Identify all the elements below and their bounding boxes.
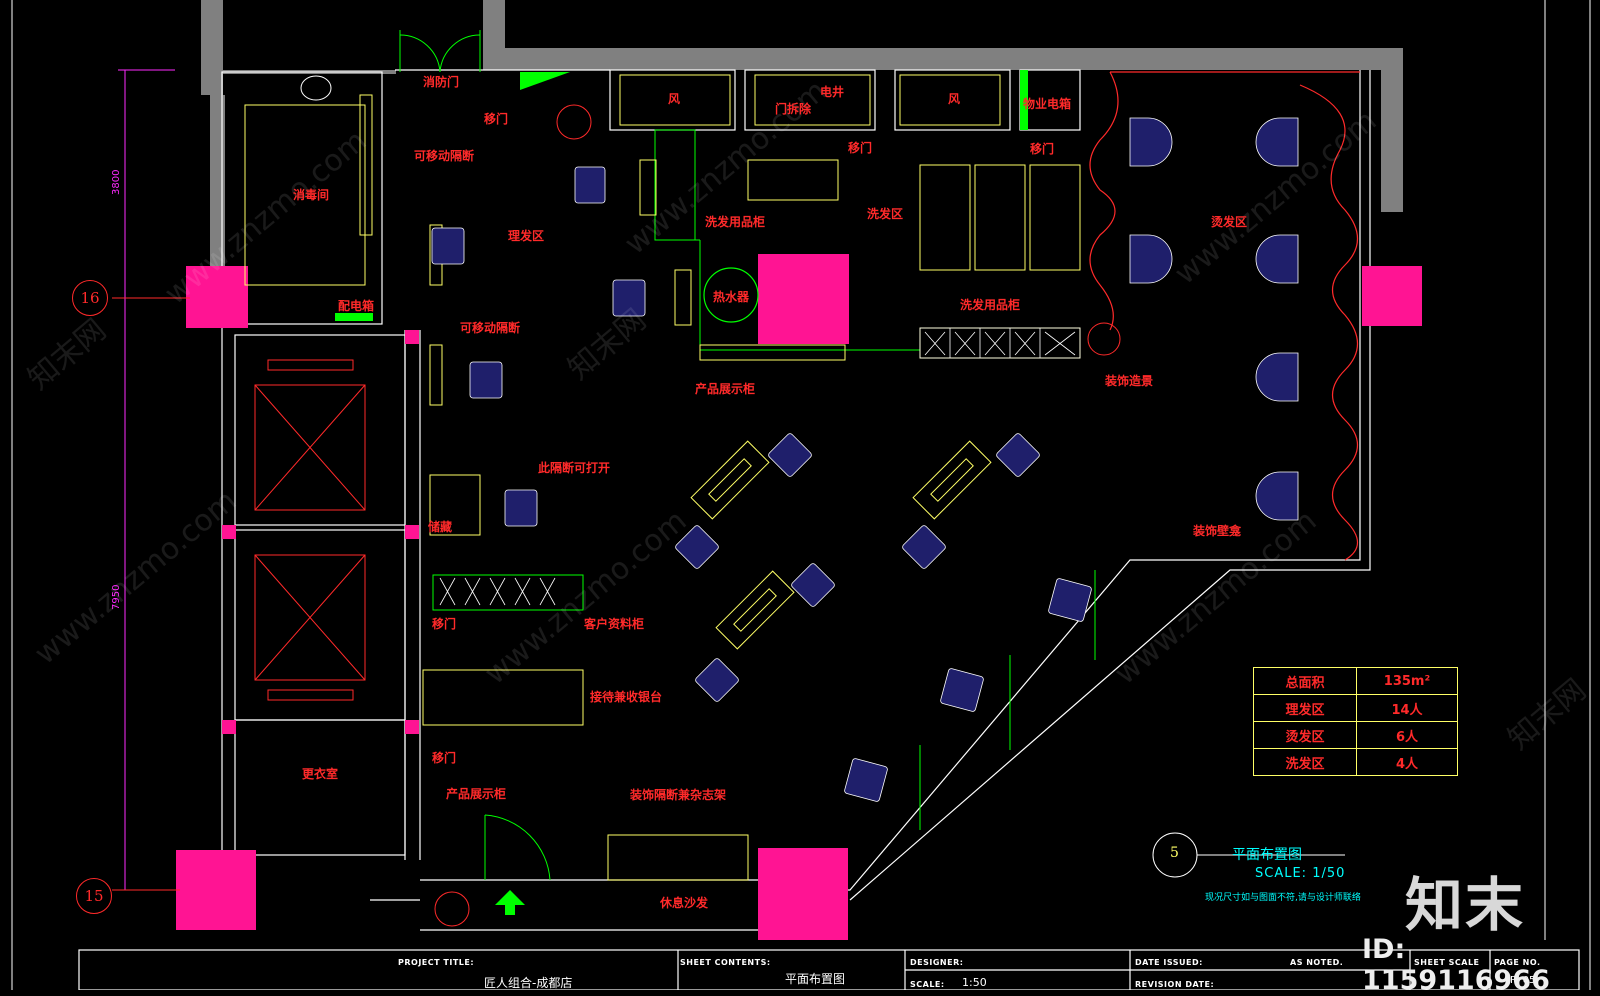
label-sliding-door: 移门 — [484, 112, 509, 126]
fixtures — [300, 75, 1121, 927]
stat-key: 理发区 — [1253, 694, 1357, 722]
title-symbol — [1152, 832, 1345, 878]
perm-area-partition — [1089, 71, 1360, 561]
label-wind-1: 风 — [668, 92, 681, 106]
label-movable-partition: 可移动隔断 — [460, 321, 521, 335]
cabinets — [439, 327, 1081, 606]
image-id: ID: 1159116966 — [1362, 934, 1550, 996]
label-product-cabinet: 产品展示柜 — [446, 787, 507, 801]
label-sliding-door: 移门 — [1030, 142, 1055, 156]
label-decor-partition: 装饰隔断兼杂志架 — [630, 788, 727, 802]
label-door-remove: 门拆除 — [775, 102, 812, 116]
sheet-contents-label: SHEET CONTENTS: — [680, 958, 771, 967]
furniture — [244, 74, 1081, 881]
label-wind-2: 风 — [948, 92, 961, 106]
structural-walls — [201, 0, 1403, 280]
drawing-note: 现况尺寸如与图面不符,请与设计师联络 — [1205, 893, 1361, 903]
page-no-label: PAGE NO. — [1494, 958, 1541, 967]
label-perm-area: 烫发区 — [1211, 215, 1248, 229]
scale-value: 1:50 — [962, 976, 987, 989]
revision-date-label: REVISION DATE: — [1135, 980, 1215, 989]
label-property-elec: 物业电箱 — [1023, 97, 1072, 111]
water-heater-icon — [703, 267, 759, 323]
dimension-lines — [118, 69, 190, 891]
label-sliding-door: 移门 — [432, 751, 457, 765]
drawing-frame — [11, 0, 1591, 990]
sheet-contents-value: 平面布置图 — [785, 972, 846, 986]
label-changing-room: 更衣室 — [302, 767, 339, 781]
label-disinfection: 消毒间 — [293, 188, 330, 202]
label-sliding-door: 移门 — [432, 617, 457, 631]
label-openable-partition: 此隔断可打开 — [538, 461, 611, 475]
label-client-cabinet: 客户资料柜 — [584, 617, 645, 631]
label-elec-shaft: 电井 — [820, 85, 845, 99]
label-decor-cabinet: 装饰壁龛 — [1193, 524, 1242, 538]
structural-columns — [176, 254, 1422, 940]
as-noted-label: AS NOTED. — [1290, 958, 1344, 967]
label-storage: 储藏 — [428, 520, 453, 534]
basin-icon — [300, 75, 332, 101]
stat-value: 135m² — [1356, 667, 1458, 695]
dimension-bottom: 7950 — [111, 584, 122, 610]
label-power-box: 配电箱 — [338, 299, 375, 313]
title-block — [78, 949, 1580, 990]
page-no-value: P: 05 — [1510, 975, 1536, 986]
label-reception: 接待兼收银台 — [590, 690, 663, 704]
stat-value: 14人 — [1356, 694, 1458, 722]
label-product-cabinet: 产品展示柜 — [695, 382, 756, 396]
plant-icon — [556, 104, 592, 140]
stat-key: 洗发区 — [1253, 748, 1357, 776]
label-heater: 热水器 — [713, 290, 750, 304]
label-sliding-door: 移门 — [848, 141, 873, 155]
elevator-shafts — [254, 359, 366, 701]
chairs — [431, 117, 1299, 802]
stat-value: 4人 — [1356, 748, 1458, 776]
project-title-label: PROJECT TITLE: — [398, 958, 475, 967]
drawing-scale: SCALE: 1/50 — [1255, 866, 1346, 881]
label-haircut-area: 理发区 — [508, 229, 545, 243]
sheet-scale-label: SHEET SCALE — [1414, 958, 1480, 967]
label-wash-area: 洗发区 — [867, 207, 904, 221]
green-lines — [399, 30, 1096, 881]
scale-label: SCALE: — [910, 980, 945, 989]
designer-label: DESIGNER: — [910, 958, 964, 967]
label-wash-cabinet: 洗发用品柜 — [705, 215, 766, 229]
plant-icon — [1087, 322, 1121, 356]
label-decor-shape: 装饰造景 — [1105, 374, 1154, 388]
stat-key: 烫发区 — [1253, 721, 1357, 749]
label-sofa: 休息沙发 — [660, 896, 709, 910]
partition-lines — [221, 69, 1371, 931]
stat-value: 6人 — [1356, 721, 1458, 749]
label-movable-partition: 可移动隔断 — [414, 149, 475, 163]
label-wash-cabinet: 洗发用品柜 — [960, 298, 1021, 312]
drawing-title: 平面布置图 — [1232, 847, 1302, 863]
site-logo: 知末 — [1405, 871, 1526, 939]
green-elements — [335, 70, 1028, 915]
axis-lines — [112, 297, 190, 891]
project-title-value: 匠人组合-成都店 — [484, 976, 573, 990]
dimension-top: 3800 — [111, 169, 122, 195]
stat-key: 总面积 — [1253, 667, 1357, 695]
axis-bubble-16: 16 — [72, 280, 108, 316]
plant-icon — [434, 891, 470, 927]
date-issued-label: DATE ISSUED: — [1135, 958, 1203, 967]
drawing-number: 5 — [1170, 845, 1179, 861]
axis-bubble-15: 15 — [76, 878, 112, 914]
label-fire-door: 消防门 — [423, 75, 460, 89]
